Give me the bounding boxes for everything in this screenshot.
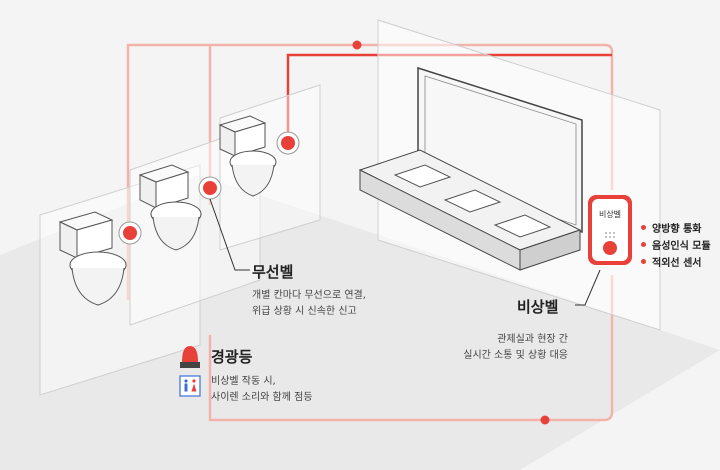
- mirror-inner: [424, 75, 577, 226]
- flow-arrow-bottom: [540, 415, 550, 425]
- bullet-icon: [641, 259, 646, 264]
- connection-line-inner: [286, 53, 612, 150]
- feature-infrared-sensor: 적외선 센서: [641, 254, 701, 269]
- warning-light-device: [180, 346, 200, 368]
- feature-label: 양방향 통화: [652, 224, 702, 235]
- wireless-bell-device-3: [276, 131, 300, 155]
- wireless-bell-desc-1: 개별 칸마다 무선으로 연결,: [252, 290, 366, 301]
- wireless-bell-desc-2: 위급 상황 시 신속한 신고: [252, 306, 357, 317]
- restroom-sign-icon: [179, 375, 201, 397]
- wireless-bell-device-1: [118, 221, 142, 245]
- warning-light-title: 경광등: [211, 348, 253, 366]
- bullet-icon: [641, 225, 646, 230]
- warning-light-desc-1: 비상벨 작동 시,: [211, 376, 276, 387]
- sink-counter: [358, 149, 582, 271]
- warning-light-desc-2: 사이렌 소리와 함께 점등: [211, 392, 313, 403]
- emergency-bell-title: 비상벨: [517, 298, 559, 316]
- toilet-2: [138, 164, 202, 251]
- emergency-bell-desc-2: 실시간 소통 및 상황 대응: [463, 350, 568, 361]
- feature-label: 음성인식 모듈: [652, 241, 711, 252]
- feature-voice-recognition: 음성인식 모듈: [641, 237, 711, 252]
- toilet-1: [58, 211, 127, 306]
- wireless-bell-title: 무선벨: [252, 263, 294, 281]
- feature-two-way-call: 양방향 통화: [641, 220, 701, 235]
- bullet-icon: [641, 242, 646, 247]
- emergency-bell-device: [588, 195, 632, 265]
- flow-arrow-top: [352, 40, 362, 50]
- emergency-bell-device-label: 비상벨: [598, 210, 622, 219]
- emergency-bell-desc-1: 관제실과 현장 간: [497, 334, 568, 345]
- toilet-3: [218, 115, 277, 197]
- wireless-bell-device-2: [198, 176, 222, 200]
- connection-line-bottom: [208, 275, 614, 422]
- wireless-bell-leader: [209, 198, 250, 271]
- feature-label: 적외선 센서: [652, 258, 702, 269]
- connection-line-outer: [126, 43, 614, 300]
- emergency-bell-leader: [575, 269, 601, 306]
